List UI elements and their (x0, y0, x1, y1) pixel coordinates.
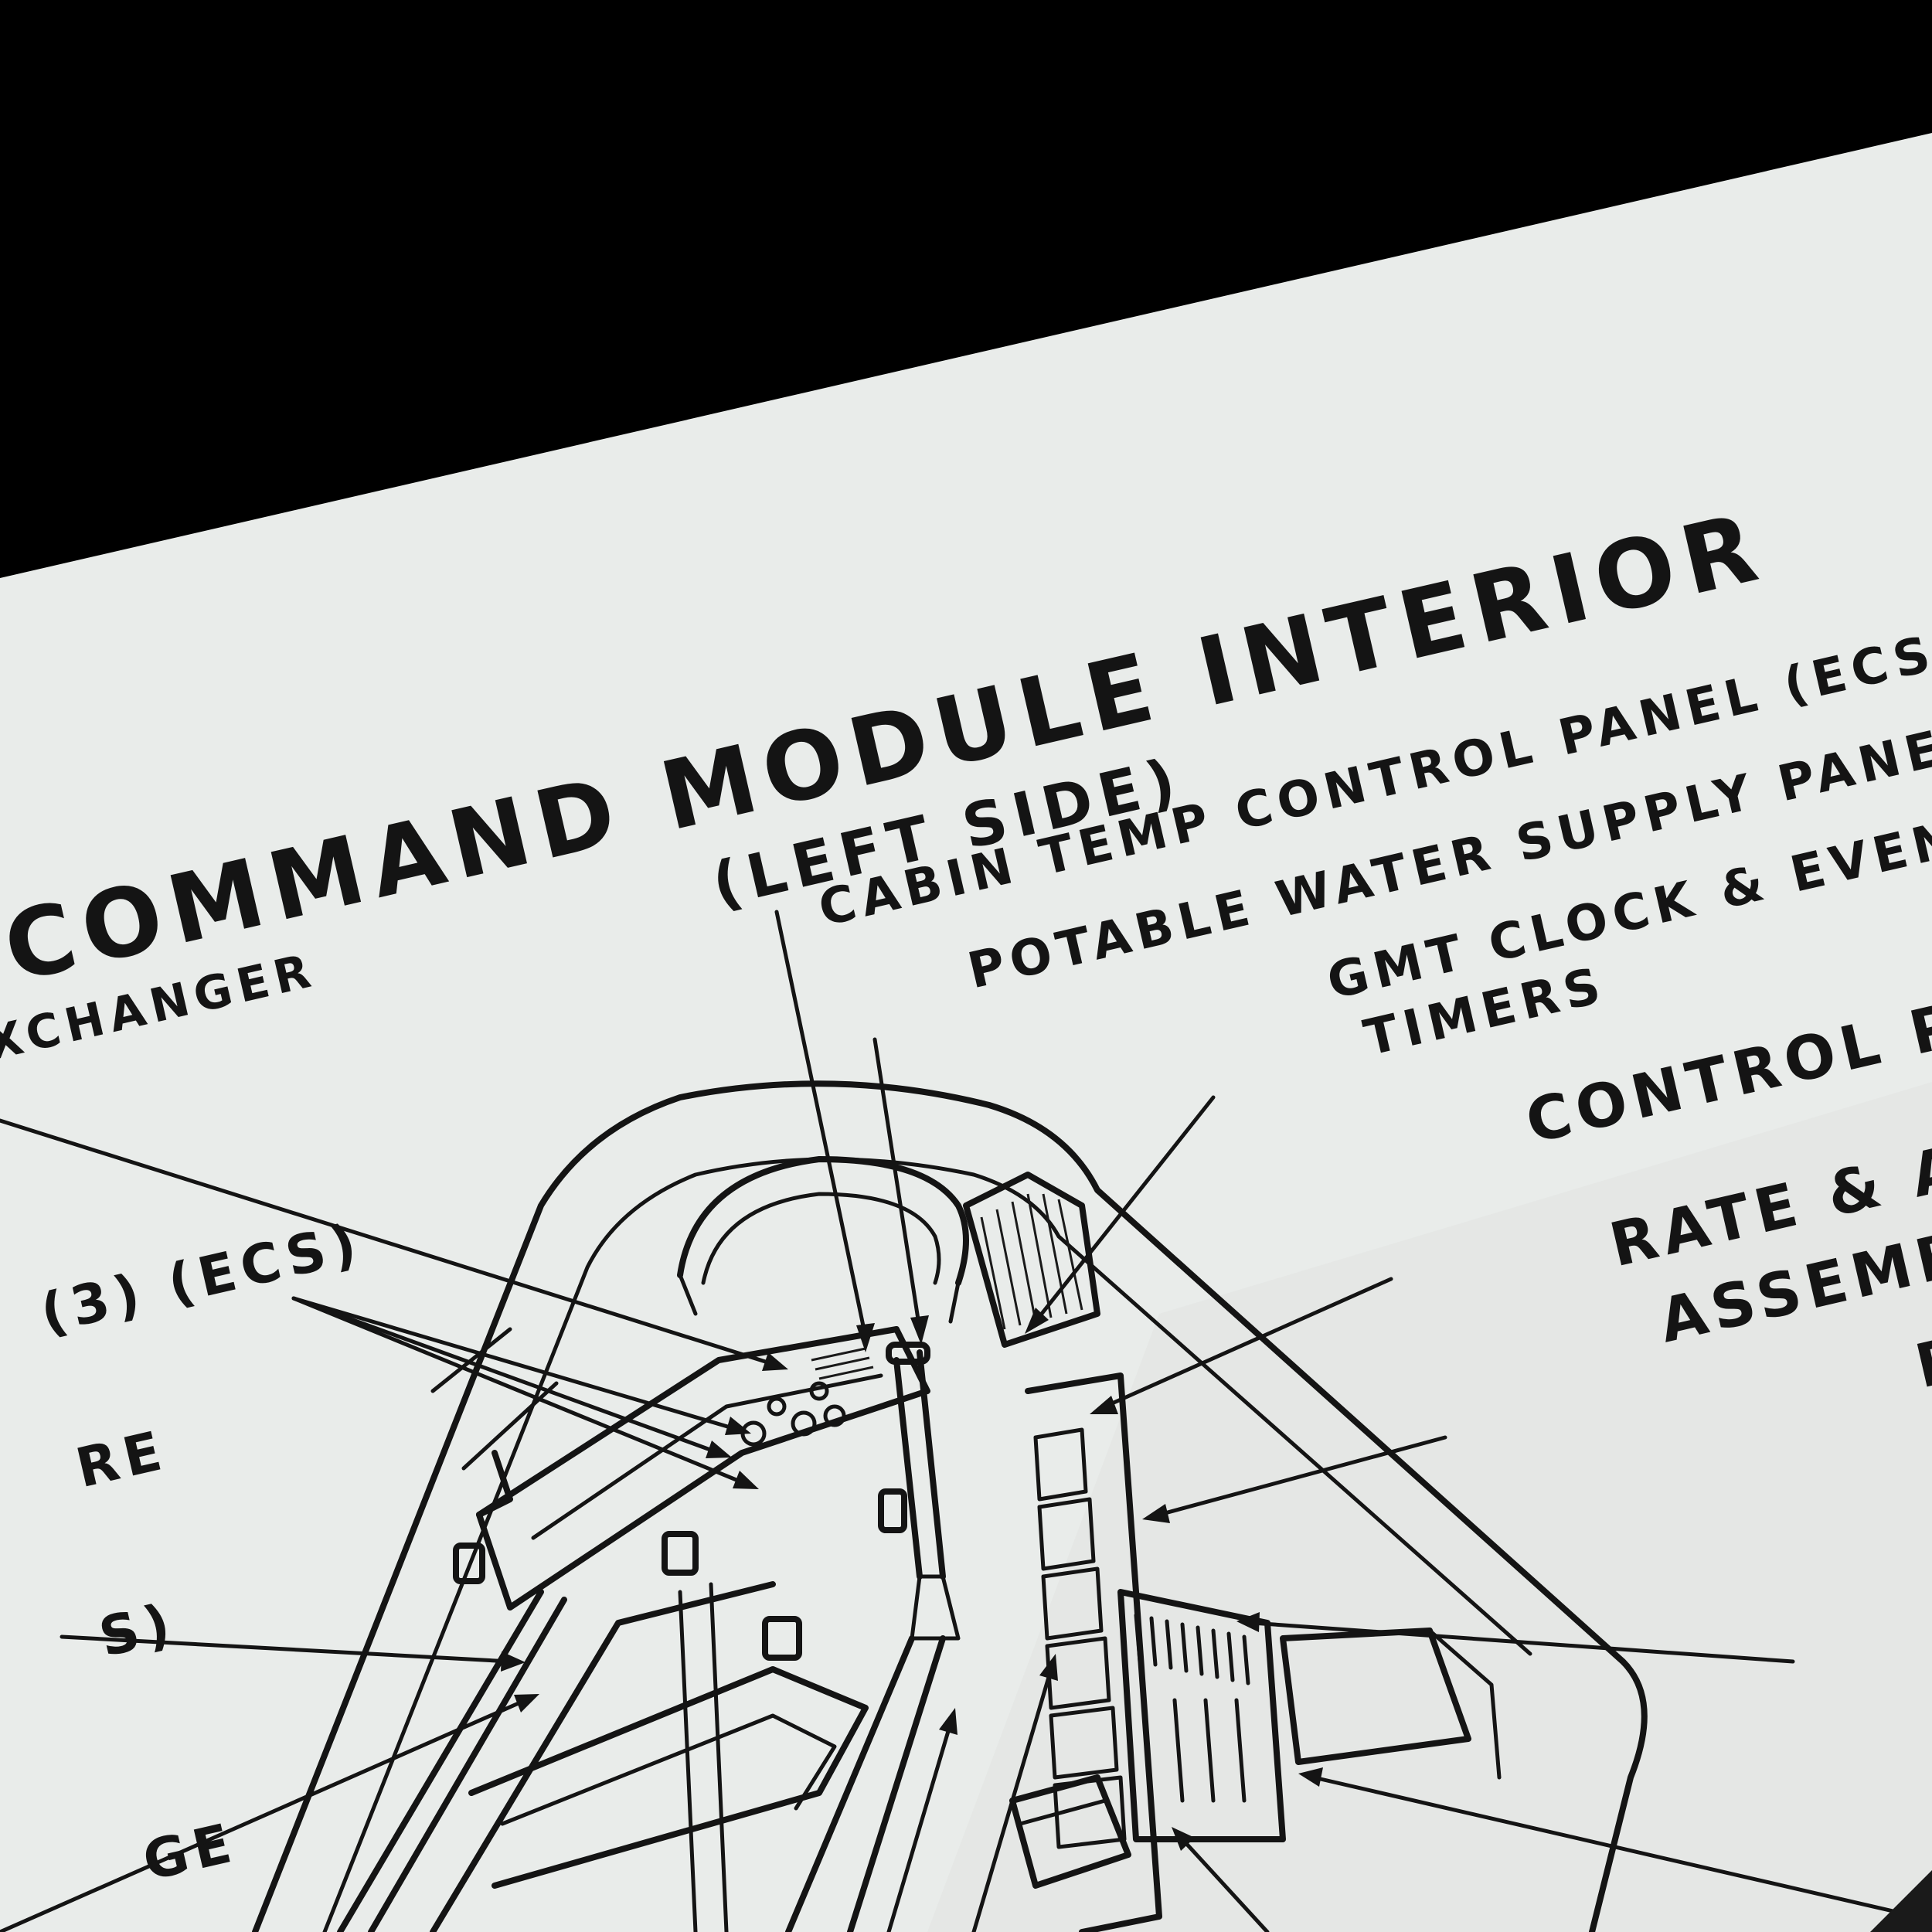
right-window (963, 1172, 1100, 1348)
storage-box-edge (1427, 1628, 1502, 1780)
couch-seat (500, 1713, 837, 1826)
paper-sheet (0, 133, 1932, 1932)
floor-crate (1009, 1774, 1131, 1889)
strut-cap (886, 1342, 930, 1365)
handles (453, 1488, 907, 1661)
strut-brace (910, 1574, 961, 1641)
left-wall-rail (430, 1327, 559, 1471)
tunnel-edge (678, 1273, 961, 1324)
arrow-ecs-2 (291, 1296, 721, 1455)
panel-hatch (811, 1347, 874, 1380)
left-wall-bracket (476, 1450, 513, 1518)
couch-leg-right (785, 1635, 946, 1932)
arrow-exchanger (0, 1118, 775, 1366)
left-panel-inner (531, 1373, 883, 1540)
arrow-s (60, 1634, 512, 1664)
arrow-ge (0, 1698, 528, 1932)
arrow-power-lower (1311, 1775, 1919, 1919)
capsule-outer-shell (252, 1080, 1648, 1932)
tunnel-ring (677, 1156, 969, 1286)
arrow-power (1250, 1621, 1795, 1664)
central-strut (893, 1349, 946, 1580)
couch-strut-left (337, 1589, 567, 1932)
arrow-bottom-3 (1180, 1837, 1270, 1932)
arrow-gmt-clock (1033, 1095, 1216, 1324)
tunnel-ring-inner (701, 1192, 941, 1285)
breaker-panel (1117, 1589, 1286, 1842)
arrow-potable-water (872, 1037, 922, 1332)
arrow-cabin-temp (774, 910, 868, 1339)
couch-strut-mid (430, 1581, 776, 1932)
arrow-bottom-2 (971, 1667, 1053, 1932)
couch-frame (468, 1666, 869, 1889)
left-equipment-panel (476, 1326, 930, 1611)
corner-shadow (1870, 1870, 1932, 1932)
arrow-ecs-1 (291, 1296, 740, 1432)
breaker-row (1134, 1613, 1250, 1803)
arrow-bottom-1 (886, 1721, 953, 1932)
capsule-illustration (252, 1080, 1648, 1932)
arrow-control-panel (1103, 1277, 1393, 1409)
arrow-rate-attitude (1157, 1435, 1447, 1517)
couch-rail (678, 1582, 729, 1932)
paper-shade (927, 1082, 1932, 1932)
right-window-hatch (980, 1193, 1083, 1330)
floor-crate-lid (1018, 1798, 1107, 1826)
leader-arrows (0, 910, 1919, 1932)
arrow-ecs-3 (291, 1296, 748, 1486)
